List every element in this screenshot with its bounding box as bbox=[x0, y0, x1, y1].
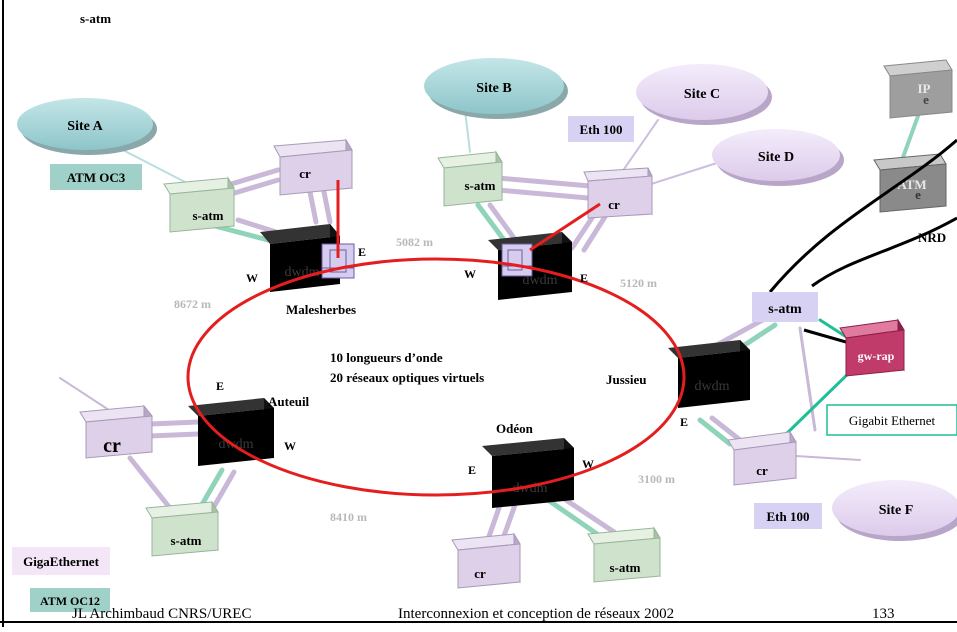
ring-line-1: 10 longueurs d’onde bbox=[330, 350, 443, 365]
gw-rap-box: gw-rap bbox=[839, 318, 905, 377]
slide-title: s-atm bbox=[80, 11, 111, 26]
site-b: Site B bbox=[424, 58, 568, 119]
tag-atm-oc3-label: ATM OC3 bbox=[67, 170, 126, 185]
cr-label: cr bbox=[756, 463, 768, 478]
cr-label: cr bbox=[608, 197, 620, 212]
dwdm-odeon: dwdm bbox=[482, 438, 574, 508]
tag-eth100-bottom: Eth 100 bbox=[754, 503, 822, 529]
port-e: E bbox=[468, 463, 476, 477]
dwdm-auteuil: dwdm bbox=[188, 398, 274, 466]
cr-box-left: cr bbox=[79, 404, 153, 459]
satm-label: s-atm bbox=[464, 178, 495, 193]
site-f-label: Site F bbox=[879, 503, 914, 518]
satm-box-bottom-left: s-atm bbox=[145, 500, 219, 557]
node-odeon: Odéon bbox=[496, 421, 534, 436]
distance-5082: 5082 m bbox=[396, 235, 433, 249]
distance-3100: 3100 m bbox=[638, 472, 675, 486]
cr-box-top-left: cr bbox=[273, 138, 353, 196]
port-w: W bbox=[284, 439, 296, 453]
dwdm-jussieu: dwdm bbox=[668, 340, 750, 408]
port-e: E bbox=[216, 379, 224, 393]
dwdm-ring bbox=[186, 257, 686, 497]
site-b-label: Site B bbox=[476, 81, 511, 96]
gw-rap-label: gw-rap bbox=[858, 349, 895, 363]
satm-jussieu-label: s-atm bbox=[768, 302, 802, 317]
satm-label: s-atm bbox=[192, 208, 223, 223]
atm-e-label: e bbox=[915, 187, 921, 202]
satm-box-top-left: s-atm bbox=[163, 176, 235, 233]
port-e: E bbox=[680, 415, 688, 429]
optical-card-top-center bbox=[501, 243, 533, 277]
footer-author: JL Archimbaud CNRS/UREC bbox=[72, 606, 251, 622]
satm-label: s-atm bbox=[170, 533, 201, 548]
tag-atm-oc3: ATM OC3 bbox=[50, 164, 142, 190]
node-auteuil: Auteuil bbox=[268, 394, 310, 409]
distance-8672: 8672 m bbox=[174, 297, 211, 311]
tag-atm-oc12: ATM OC12 bbox=[30, 588, 110, 612]
distance-8410: 8410 m bbox=[330, 510, 367, 524]
dwdm-label: dwdm bbox=[695, 379, 730, 394]
tag-eth100-top: Eth 100 bbox=[568, 116, 634, 142]
port-w: W bbox=[464, 267, 476, 281]
links bbox=[59, 109, 920, 550]
tag-gigabit-ethernet-label: Gigabit Ethernet bbox=[849, 413, 936, 428]
node-jussieu: Jussieu bbox=[606, 372, 646, 387]
ip-label: IP bbox=[918, 81, 931, 96]
distance-5120: 5120 m bbox=[620, 276, 657, 290]
ip-e-label: e bbox=[923, 92, 929, 107]
atm-box: ATM e bbox=[873, 153, 947, 213]
footer-course: Interconnexion et conception de réseaux … bbox=[398, 606, 674, 622]
red-link-top-center bbox=[529, 202, 601, 252]
port-e: E bbox=[358, 245, 366, 259]
node-malesherbes: Malesherbes bbox=[286, 302, 356, 317]
satm-label: s-atm bbox=[609, 560, 640, 575]
dwdm-label: dwdm bbox=[523, 273, 558, 288]
cr-box-bottom-center: cr bbox=[451, 532, 521, 589]
site-a-label: Site A bbox=[67, 119, 103, 134]
satm-jussieu: s-atm bbox=[752, 292, 818, 322]
site-d-label: Site D bbox=[758, 150, 794, 165]
footer-page: 133 bbox=[872, 606, 895, 622]
gwrap-cable bbox=[803, 328, 847, 344]
port-e: E bbox=[580, 271, 588, 285]
atm-label: ATM bbox=[897, 177, 926, 192]
satm-box-top-center: s-atm bbox=[437, 150, 503, 207]
tag-atm-oc12-label: ATM OC12 bbox=[40, 594, 100, 608]
tag-gigaethernet: GigaEthernet bbox=[12, 547, 110, 575]
cr-label: cr bbox=[299, 166, 311, 181]
port-w: W bbox=[582, 457, 594, 471]
tag-gigabit-ethernet: Gigabit Ethernet bbox=[826, 404, 957, 436]
tag-eth100-top-label: Eth 100 bbox=[580, 122, 623, 137]
site-c-label: Site C bbox=[684, 87, 720, 102]
satm-box-bottom-right: s-atm bbox=[587, 526, 661, 583]
cr-label: cr bbox=[103, 435, 121, 457]
cr-box-top-center: cr bbox=[583, 167, 653, 219]
tag-gigaethernet-label: GigaEthernet bbox=[23, 554, 99, 569]
site-c: Site C bbox=[636, 64, 772, 125]
nrd-cable-2 bbox=[811, 216, 957, 288]
ip-box: IP e bbox=[883, 59, 953, 119]
ring-line-2: 20 réseaux optiques virtuels bbox=[330, 370, 484, 385]
cr-label: cr bbox=[474, 566, 486, 581]
site-d: Site D bbox=[712, 129, 844, 186]
nrd-cable-1 bbox=[768, 138, 957, 293]
port-w: W bbox=[246, 271, 258, 285]
tag-eth100-bottom-label: Eth 100 bbox=[767, 509, 810, 524]
cr-box-right: cr bbox=[727, 430, 797, 486]
site-a: Site A bbox=[17, 98, 157, 155]
site-f: Site F bbox=[832, 480, 957, 541]
